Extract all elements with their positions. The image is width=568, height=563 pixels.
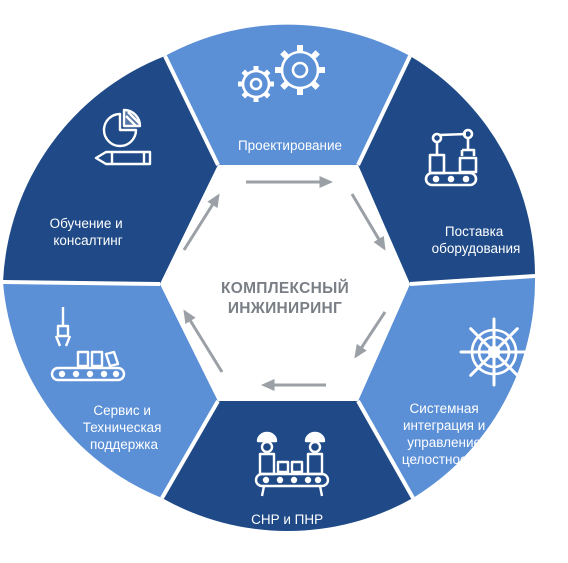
robotic-arm-icon: [424, 128, 478, 187]
segment-equipment-supply[interactable]: [358, 56, 536, 284]
segment-equipment-supply-label-line: Поставка: [445, 224, 504, 239]
arrow-lower-right: [354, 311, 387, 359]
segment-commissioning-label-line: шефмонтаж: [251, 529, 327, 544]
segment-commissioning-label: СНР и ПНР шефмонтаж: [251, 512, 327, 544]
segment-commissioning-label-line: СНР и ПНР: [251, 512, 323, 527]
segment-service-support-label-line: Техническая: [83, 420, 162, 435]
segment-design-label: Проектирование: [238, 138, 342, 153]
segment-system-integration-label-line: Системная: [410, 401, 479, 416]
arrow-upper-left: [182, 193, 220, 251]
segment-system-integration-label-line: управление: [407, 435, 481, 450]
center-title-line2: ИНЖИНИРИНГ: [228, 300, 342, 317]
arrow-upper-right: [350, 193, 386, 251]
segment-training-consulting-label: Обучение и консалтинг: [50, 216, 127, 248]
segment-training-consulting[interactable]: [3, 56, 218, 284]
segment-training-consulting-label-line: Обучение и: [50, 216, 123, 231]
cycle-arrows: [182, 176, 387, 391]
segment-system-integration-label-line: интеграция и: [403, 418, 485, 433]
segment-equipment-supply-label: Поставка оборудования: [432, 224, 521, 256]
gears-icon: [238, 45, 325, 102]
segment-dividers: [2, 55, 536, 499]
arrow-lower-left: [183, 309, 224, 373]
segment-system-integration-label: Системная интеграция и управление целост…: [402, 401, 490, 467]
ship-wheel-icon: [459, 317, 529, 387]
segment-design-label-line: Проектирование: [238, 138, 342, 153]
workers-conveyor-icon: [254, 431, 330, 497]
robot-conveyor-icon: [50, 307, 126, 382]
segment-training-consulting-label-line: консалтинг: [53, 233, 122, 248]
segment-design[interactable]: [165, 24, 410, 165]
segment-service-support-label-line: поддержка: [90, 437, 159, 452]
segment-system-integration-label-line: целостностью: [402, 452, 490, 467]
segment-service-support-label: Сервис и Техническая поддержка: [83, 403, 166, 452]
center-hexagon: [160, 165, 410, 401]
center-title-line1: КОМПЛЕКСНЫЙ: [221, 279, 349, 297]
chart-pencil-icon: [94, 108, 152, 166]
segment-service-support-label-line: Сервис и: [93, 403, 151, 418]
segment-equipment-supply-label-line: оборудования: [432, 241, 521, 256]
